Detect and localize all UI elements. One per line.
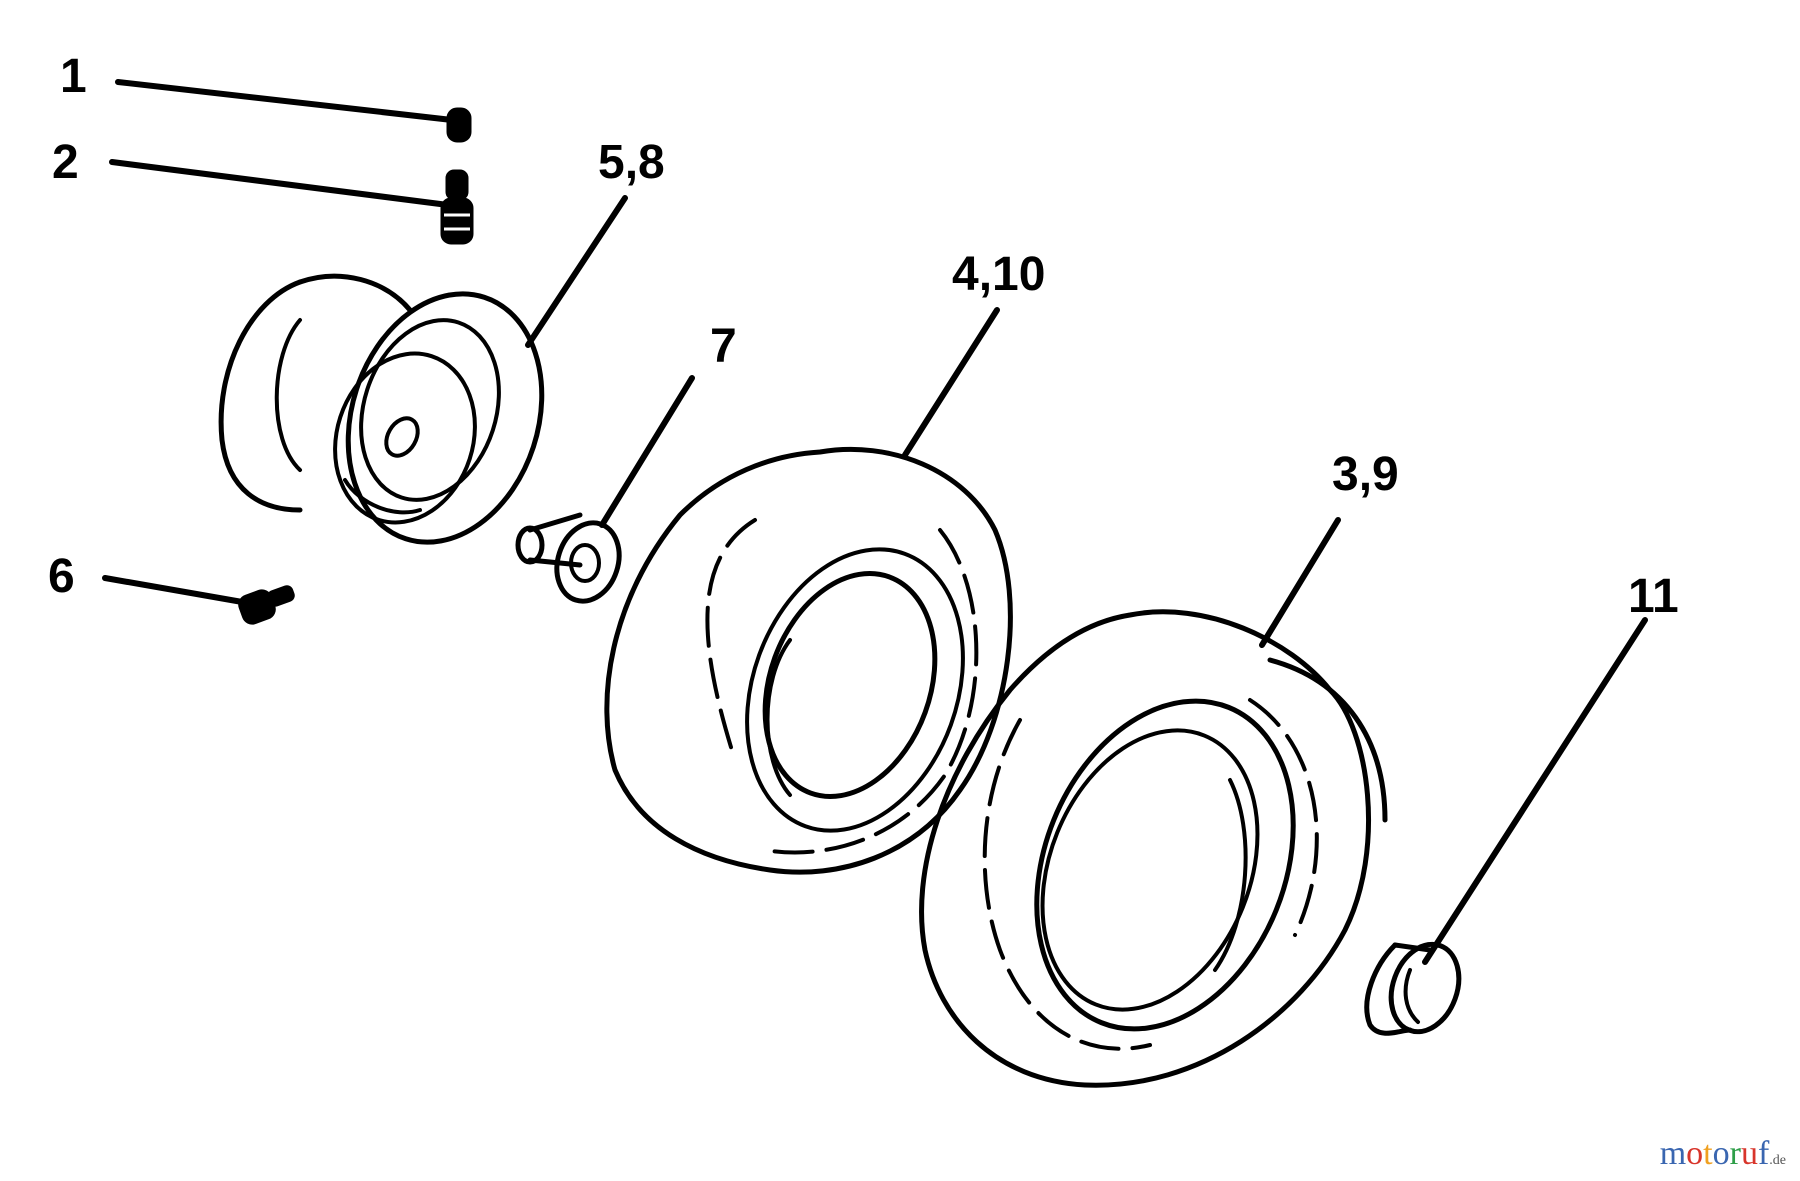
part-5-8-hub [218, 273, 545, 545]
leader-3-9 [1259, 517, 1341, 648]
watermark-suffix: .de [1769, 1153, 1786, 1168]
part-3-9-tire [919, 609, 1388, 1088]
callout-1: 1 [60, 50, 87, 103]
leader-5-8 [525, 195, 628, 348]
callout-3-9: 3,9 [1332, 448, 1399, 501]
part-4-10-tire [604, 446, 1013, 875]
leader-2 [109, 159, 451, 208]
watermark-letter: t [1703, 1135, 1713, 1172]
watermark-logo: motoruf.de [1660, 1135, 1786, 1173]
watermark-letter: u [1740, 1135, 1758, 1172]
callout-11: 11 [1628, 570, 1679, 623]
watermark-letter: m [1659, 1135, 1687, 1172]
leader-11 [1422, 617, 1648, 965]
part-11-cap [1364, 941, 1462, 1036]
watermark-letter: o [1686, 1135, 1704, 1172]
watermark-letter: o [1712, 1135, 1730, 1172]
leader-7 [599, 375, 695, 528]
watermark-letter: r [1729, 1135, 1741, 1172]
part-1-cap [446, 107, 472, 143]
part-2-bolt [440, 169, 474, 245]
callout-4-10: 4,10 [952, 248, 1045, 301]
callout-5-8: 5,8 [598, 136, 665, 189]
watermark-letters: motoruf [1660, 1135, 1770, 1172]
watermark-letter: f [1757, 1135, 1770, 1172]
part-7-bushing [515, 512, 622, 604]
leader-1 [115, 79, 455, 123]
callout-6: 6 [48, 550, 75, 603]
leader-6 [102, 575, 251, 606]
callout-2: 2 [52, 136, 79, 189]
leader-4-10 [902, 307, 1000, 458]
callout-7: 7 [710, 320, 737, 373]
part-6-fitting [238, 585, 295, 625]
